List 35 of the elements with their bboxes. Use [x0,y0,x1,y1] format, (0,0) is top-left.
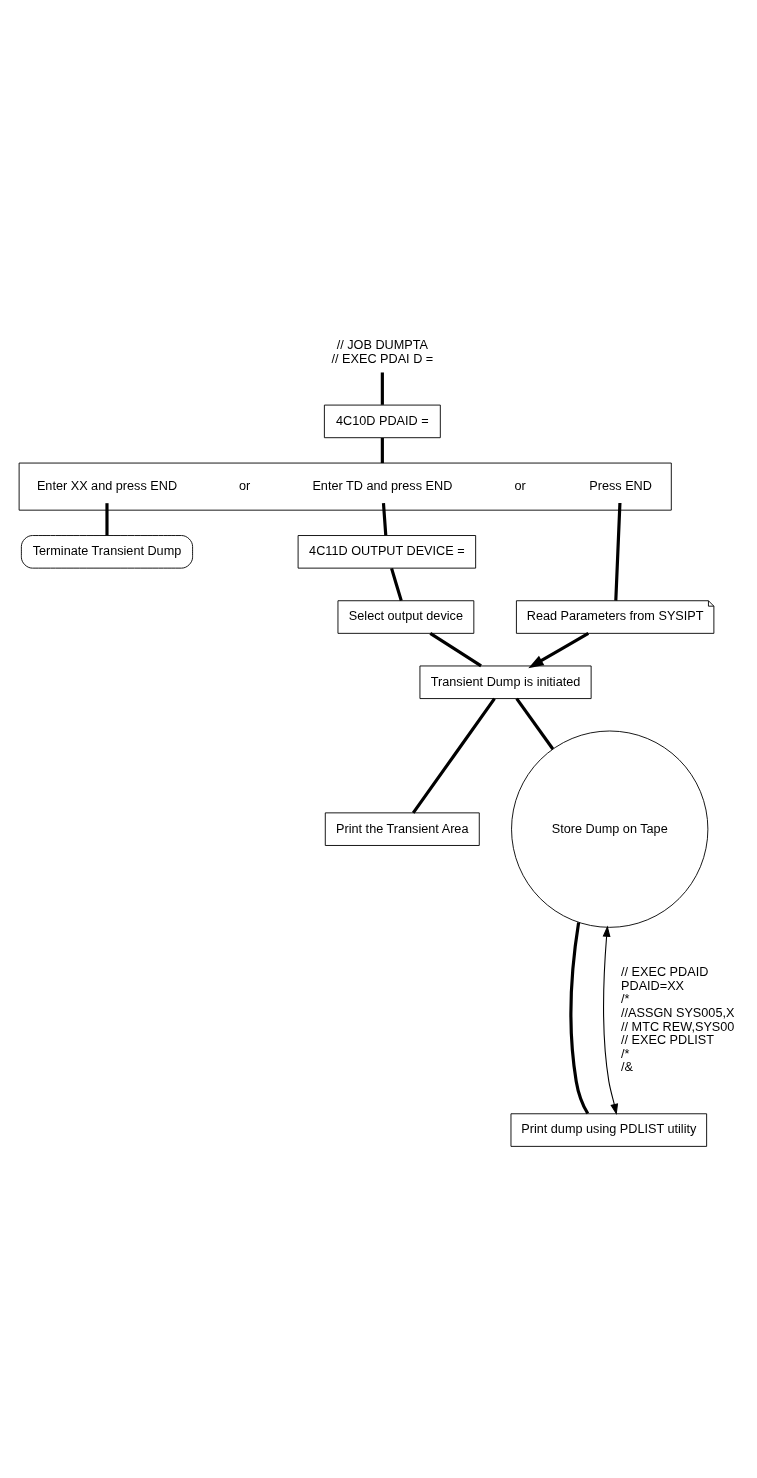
connector [515,697,555,750]
connector [105,502,109,535]
connector [390,567,403,601]
node-box: 4C11D OUTPUT DEVICE = [297,534,477,569]
node-circle: Store Dump on Tape [511,730,709,928]
cluster [18,462,672,511]
node-box: Print the Transient Area [324,811,480,846]
label: /* [621,991,630,1006]
label: // EXEC PDLIST [621,1032,714,1047]
arrow [602,925,619,1115]
node-text: Press END [589,478,652,493]
label: //ASSGN SYS005,X [621,1005,735,1020]
label: PDAID=XX [621,978,685,993]
label: /& [621,1059,634,1074]
label: /* [621,1046,630,1061]
node-box: Print dump using PDLIST utility [510,1112,708,1147]
connector [429,631,482,667]
label: // EXEC PDAID [621,964,709,979]
label: or [239,478,251,493]
connector [569,921,590,1114]
node-text: Enter TD and press END [312,478,453,493]
node-box: Transient Dump is initiated [419,665,592,699]
label: // MTC REW,SYS00 [621,1019,735,1034]
connector [411,697,496,814]
connector [614,502,622,601]
label: or [514,478,526,493]
connector [380,437,384,463]
node-text: // JOB DUMPTA // EXEC PDAI D = [331,337,434,366]
node-box: Terminate Transient Dump [20,534,194,569]
node-text: Enter XX and press END [36,478,178,493]
node-box: Select output device [337,599,475,634]
node-box: 4C10D PDAID = [323,404,441,438]
arrow [528,631,590,668]
connector [381,502,388,536]
connector [380,372,384,405]
